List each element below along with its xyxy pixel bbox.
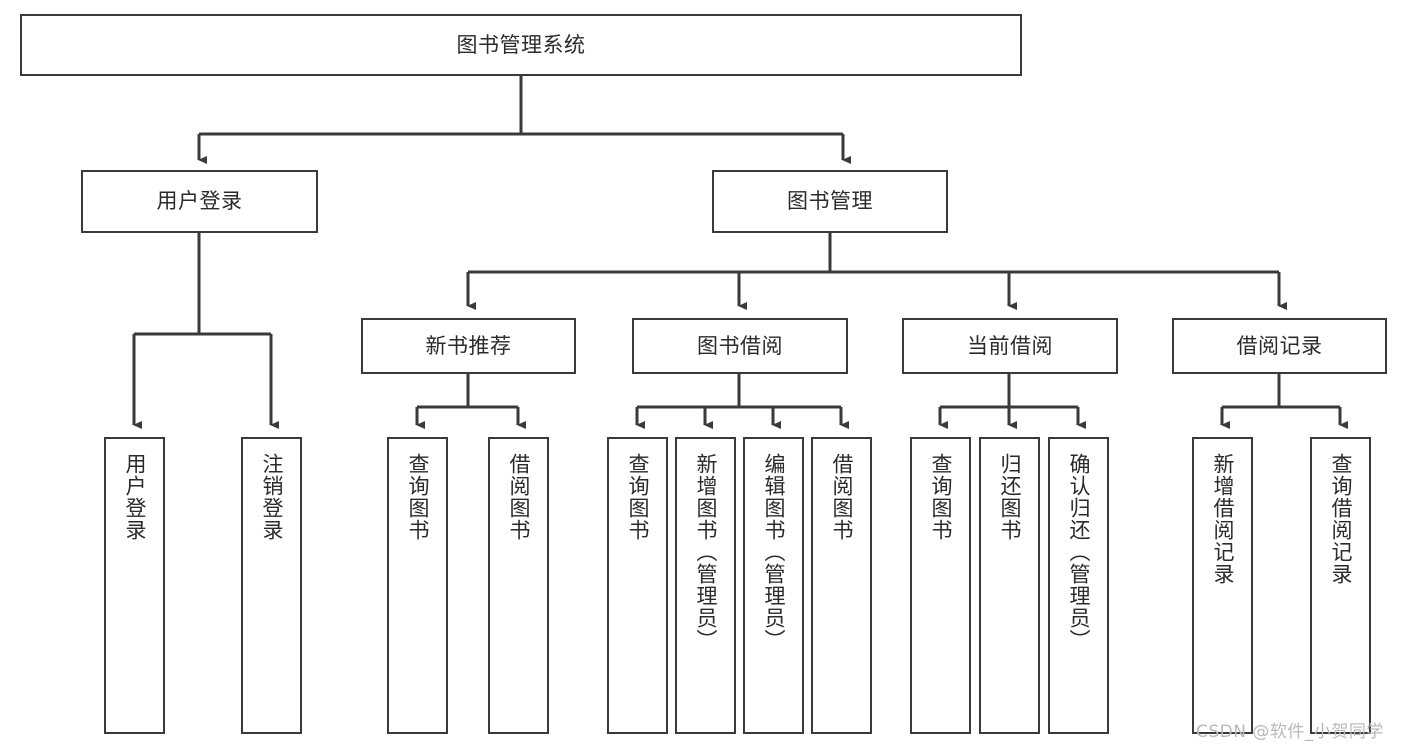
leaf-borrow-book-2-label: 借阅图书 [829, 453, 854, 541]
leaf-borrow-book-2[interactable]: 借阅图书 [811, 437, 872, 734]
leaf-query-record-label: 查询借阅记录 [1328, 453, 1353, 585]
leaf-query-book-3-label: 查询图书 [928, 453, 953, 541]
leaf-user-login[interactable]: 用户登录 [104, 437, 165, 734]
leaf-logout-label: 注销登录 [259, 453, 284, 541]
leaf-query-book-3[interactable]: 查询图书 [910, 437, 971, 734]
leaf-add-book[interactable]: 新增图书（管理员） [675, 437, 736, 734]
node-current-borrow-label: 当前借阅 [967, 333, 1053, 358]
node-current-borrow[interactable]: 当前借阅 [902, 318, 1118, 374]
leaf-query-book-1-label: 查询图书 [405, 453, 430, 541]
leaf-confirm-return[interactable]: 确认归还（管理员） [1048, 437, 1109, 734]
node-root-label: 图书管理系统 [456, 32, 586, 57]
leaf-logout[interactable]: 注销登录 [241, 437, 302, 734]
node-borrow-record-label: 借阅记录 [1236, 333, 1323, 358]
leaf-edit-book[interactable]: 编辑图书（管理员） [743, 437, 804, 734]
leaf-confirm-return-label: 确认归还（管理员） [1066, 453, 1091, 651]
leaf-add-record[interactable]: 新增借阅记录 [1192, 437, 1253, 734]
leaf-edit-book-label: 编辑图书（管理员） [761, 453, 786, 651]
leaf-borrow-book-1-label: 借阅图书 [506, 453, 531, 541]
leaf-add-book-label: 新增图书（管理员） [693, 453, 718, 651]
node-user-login-label: 用户登录 [156, 189, 243, 214]
node-user-login[interactable]: 用户登录 [81, 170, 318, 233]
leaf-user-login-label: 用户登录 [122, 453, 147, 541]
node-new-book-recommend[interactable]: 新书推荐 [361, 318, 576, 374]
leaf-query-book-2-label: 查询图书 [625, 453, 650, 541]
leaf-add-record-label: 新增借阅记录 [1210, 453, 1235, 585]
leaf-query-record[interactable]: 查询借阅记录 [1310, 437, 1371, 734]
leaf-query-book-1[interactable]: 查询图书 [387, 437, 448, 734]
node-book-borrow[interactable]: 图书借阅 [632, 318, 848, 374]
leaf-return-book-label: 归还图书 [997, 453, 1022, 541]
csdn-watermark: CSDN @软件_小贺同学 [1196, 722, 1384, 742]
leaf-borrow-book-1[interactable]: 借阅图书 [488, 437, 549, 734]
node-new-book-recommend-label: 新书推荐 [425, 333, 512, 358]
node-borrow-record[interactable]: 借阅记录 [1172, 318, 1387, 374]
node-book-borrow-label: 图书借阅 [697, 333, 783, 358]
leaf-query-book-2[interactable]: 查询图书 [607, 437, 668, 734]
leaf-return-book[interactable]: 归还图书 [979, 437, 1040, 734]
node-root[interactable]: 图书管理系统 [20, 14, 1022, 76]
node-book-manage[interactable]: 图书管理 [712, 170, 948, 233]
node-book-manage-label: 图书管理 [787, 189, 873, 214]
